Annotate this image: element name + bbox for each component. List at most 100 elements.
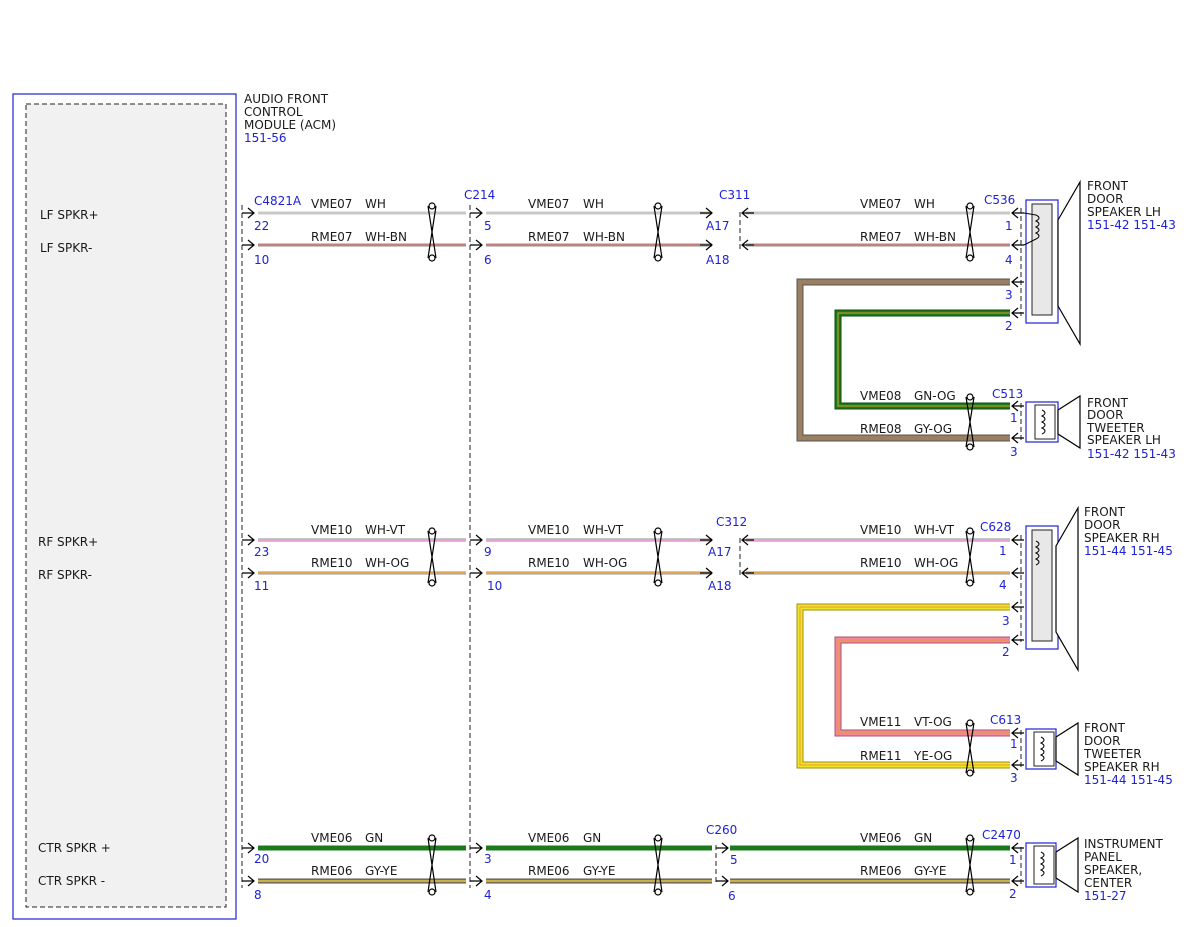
wire-label: RME10 <box>528 556 570 570</box>
svg-text:TWEETER: TWEETER <box>1083 747 1142 761</box>
twist-end <box>428 579 436 587</box>
twist-end <box>428 834 436 842</box>
pin-8: 8 <box>254 888 262 902</box>
twist-end <box>966 888 974 896</box>
wire-color-label: GY-OG <box>914 422 952 436</box>
twist-end <box>966 579 974 587</box>
rf-speaker-label: FRONT DOOR SPEAKER RH 151-44 151-45 <box>1084 505 1173 558</box>
wire-label: RME10 <box>860 556 902 570</box>
pin-20: 20 <box>254 852 269 866</box>
wire-color-label: WH <box>914 197 935 211</box>
connector-arrow <box>242 534 255 546</box>
pin-c536-4: 4 <box>1005 253 1013 267</box>
wire-color-label: WH-OG <box>914 556 958 570</box>
wire-color-label: WH-VT <box>583 523 624 537</box>
pin-c214-10: 10 <box>487 579 502 593</box>
connector-arrow <box>1011 567 1024 579</box>
twist-symbol <box>427 837 437 893</box>
pin-rf-spkr-minus: RF SPKR- <box>38 568 92 582</box>
twist-end <box>966 769 974 777</box>
pin-rf-spkr-plus: RF SPKR+ <box>38 535 98 549</box>
twist-symbol <box>653 837 663 893</box>
wire-color-label: GY-YE <box>914 864 946 878</box>
twist-symbol <box>965 530 975 584</box>
wire-label: RME06 <box>528 864 570 878</box>
lf-speaker-icon <box>1023 179 1081 347</box>
wire-label: VME07 <box>860 197 901 211</box>
wire-label: VME07 <box>528 197 569 211</box>
connector-arrow <box>1011 842 1024 854</box>
wire-label: RME07 <box>860 230 902 244</box>
pin-c214-6: 6 <box>484 253 492 267</box>
wire-label: VME06 <box>311 831 352 845</box>
wire-color-label: WH-BN <box>365 230 407 244</box>
twist-symbol <box>965 205 975 259</box>
pin-22: 22 <box>254 219 269 233</box>
connector-c2470: C2470 <box>982 828 1021 842</box>
lf-speaker-label: FRONT DOOR SPEAKER LH 151-42 151-43 <box>1087 179 1176 232</box>
pin-c214-4: 4 <box>484 888 492 902</box>
pin-ctr-spkr-minus: CTR SPKR - <box>38 874 105 888</box>
twist-end <box>654 834 662 842</box>
wire-color-label: YE-OG <box>913 749 952 763</box>
wire-color-label: WH-VT <box>914 523 955 537</box>
svg-text:FRONT: FRONT <box>1087 179 1129 193</box>
wire-color-label: WH-BN <box>583 230 625 244</box>
pin-c214-5: 5 <box>484 219 492 233</box>
connector-arrow <box>242 207 255 219</box>
pin-c214-3: 3 <box>484 852 492 866</box>
lf-tweeter-label: FRONT DOOR TWEETER SPEAKER LH 151-42 151… <box>1086 396 1176 461</box>
twist-symbol <box>653 530 663 584</box>
twist-end <box>428 254 436 262</box>
twist-end <box>966 527 974 535</box>
twist-end <box>966 834 974 842</box>
connector-arrow <box>741 239 754 251</box>
wire-vme11 <box>834 636 1010 737</box>
connector-arrow <box>700 207 713 219</box>
wire-color-label: GY-YE <box>365 864 397 878</box>
wire-color-label: WH-BN <box>914 230 956 244</box>
connector-arrow <box>1011 207 1024 219</box>
connector-arrow <box>470 567 483 579</box>
pin-c613-1: 1 <box>1010 737 1018 751</box>
pin-11: 11 <box>254 579 269 593</box>
connector-arrow <box>741 207 754 219</box>
pin-lf-spkr-minus: LF SPKR- <box>40 241 92 255</box>
pin-c312-a17: A17 <box>708 545 731 559</box>
svg-text:SPEAKER LH: SPEAKER LH <box>1087 205 1161 219</box>
wire-color-label: GN <box>365 831 383 845</box>
pin-c2470-2: 2 <box>1009 887 1017 901</box>
rf-tweeter-label: FRONT DOOR TWEETER SPEAKER RH 151-44 151… <box>1083 721 1173 787</box>
connector-arrow <box>470 207 483 219</box>
wire-color-label: WH-OG <box>365 556 409 570</box>
svg-text:FRONT: FRONT <box>1084 505 1126 519</box>
connector-labels: C4821A C214 C311 C312 C260 C536 C513 C62… <box>254 188 1023 842</box>
twist-end <box>654 254 662 262</box>
wire-label: VME08 <box>860 389 901 403</box>
connector-arrow <box>700 239 713 251</box>
pin-c628-3: 3 <box>1002 614 1010 628</box>
connector-arrow <box>1011 759 1024 771</box>
svg-text:SPEAKER RH: SPEAKER RH <box>1084 531 1160 545</box>
svg-text:DOOR: DOOR <box>1084 518 1120 532</box>
wire-color-label: VT-OG <box>914 715 952 729</box>
connector-c613: C613 <box>990 713 1021 727</box>
svg-text:SPEAKER LH: SPEAKER LH <box>1087 433 1161 447</box>
pin-c513-1: 1 <box>1010 411 1018 425</box>
connector-arrow <box>1011 634 1024 646</box>
connector-arrow <box>1011 239 1024 251</box>
twist-symbol <box>965 396 975 448</box>
svg-text:DOOR: DOOR <box>1087 408 1123 422</box>
connector-arrow <box>470 842 483 854</box>
connector-c4821a: C4821A <box>254 194 302 208</box>
svg-text:SPEAKER RH: SPEAKER RH <box>1084 760 1160 774</box>
rf-speaker-icon <box>1025 505 1079 673</box>
connector-arrow <box>242 842 255 854</box>
twisted-pair-symbols <box>427 202 975 896</box>
twist-end <box>428 888 436 896</box>
pin-10: 10 <box>254 253 269 267</box>
svg-text:DOOR: DOOR <box>1084 734 1120 748</box>
wire-color-label: GN <box>583 831 601 845</box>
wire-rme11 <box>796 603 1010 769</box>
connector-arrow <box>1011 432 1024 444</box>
